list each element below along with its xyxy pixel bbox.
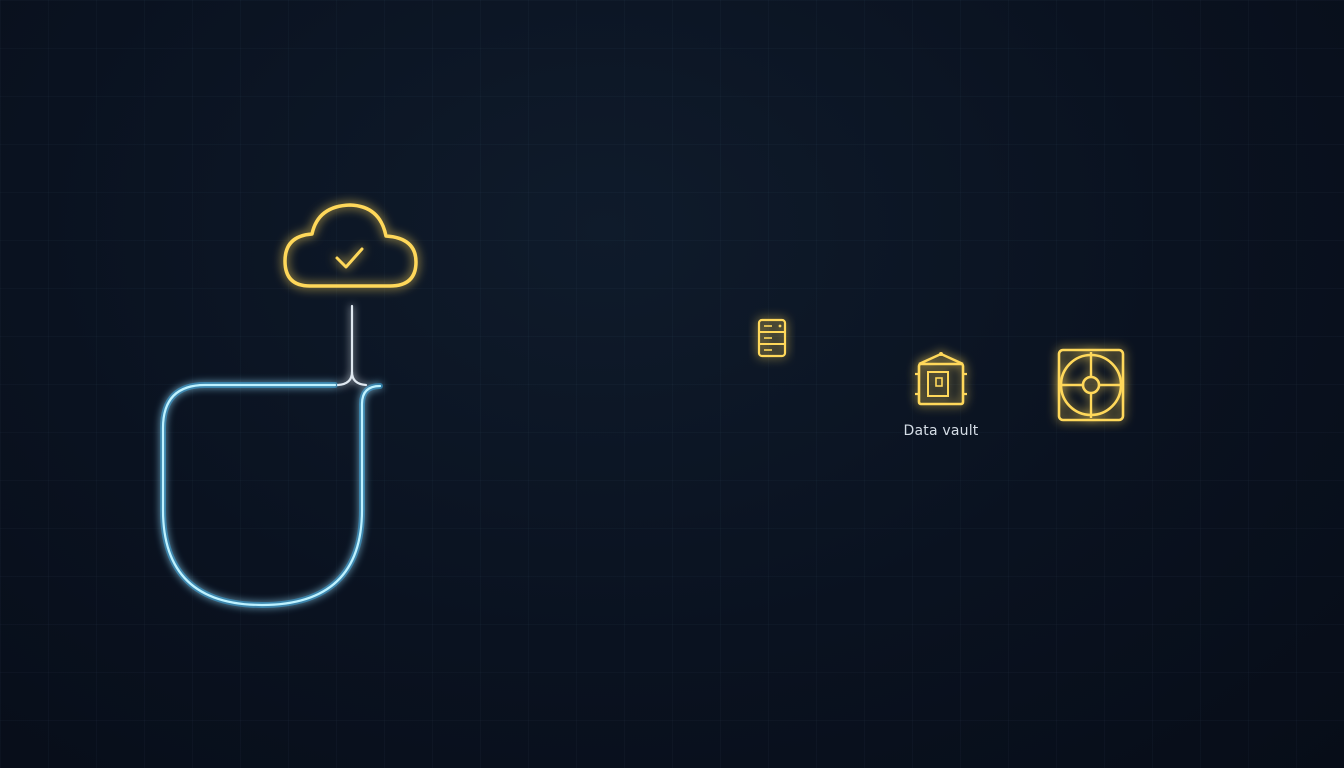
crosshair-target-icon[interactable]: [1057, 348, 1125, 422]
vault-box-icon[interactable]: [915, 352, 967, 406]
connector-cloud-drop: [336, 304, 368, 387]
vault-label: Data vault: [903, 423, 979, 439]
cloud-check-icon[interactable]: [283, 203, 418, 288]
connector-loop: [160, 382, 383, 609]
server-rack-icon[interactable]: [757, 318, 787, 358]
